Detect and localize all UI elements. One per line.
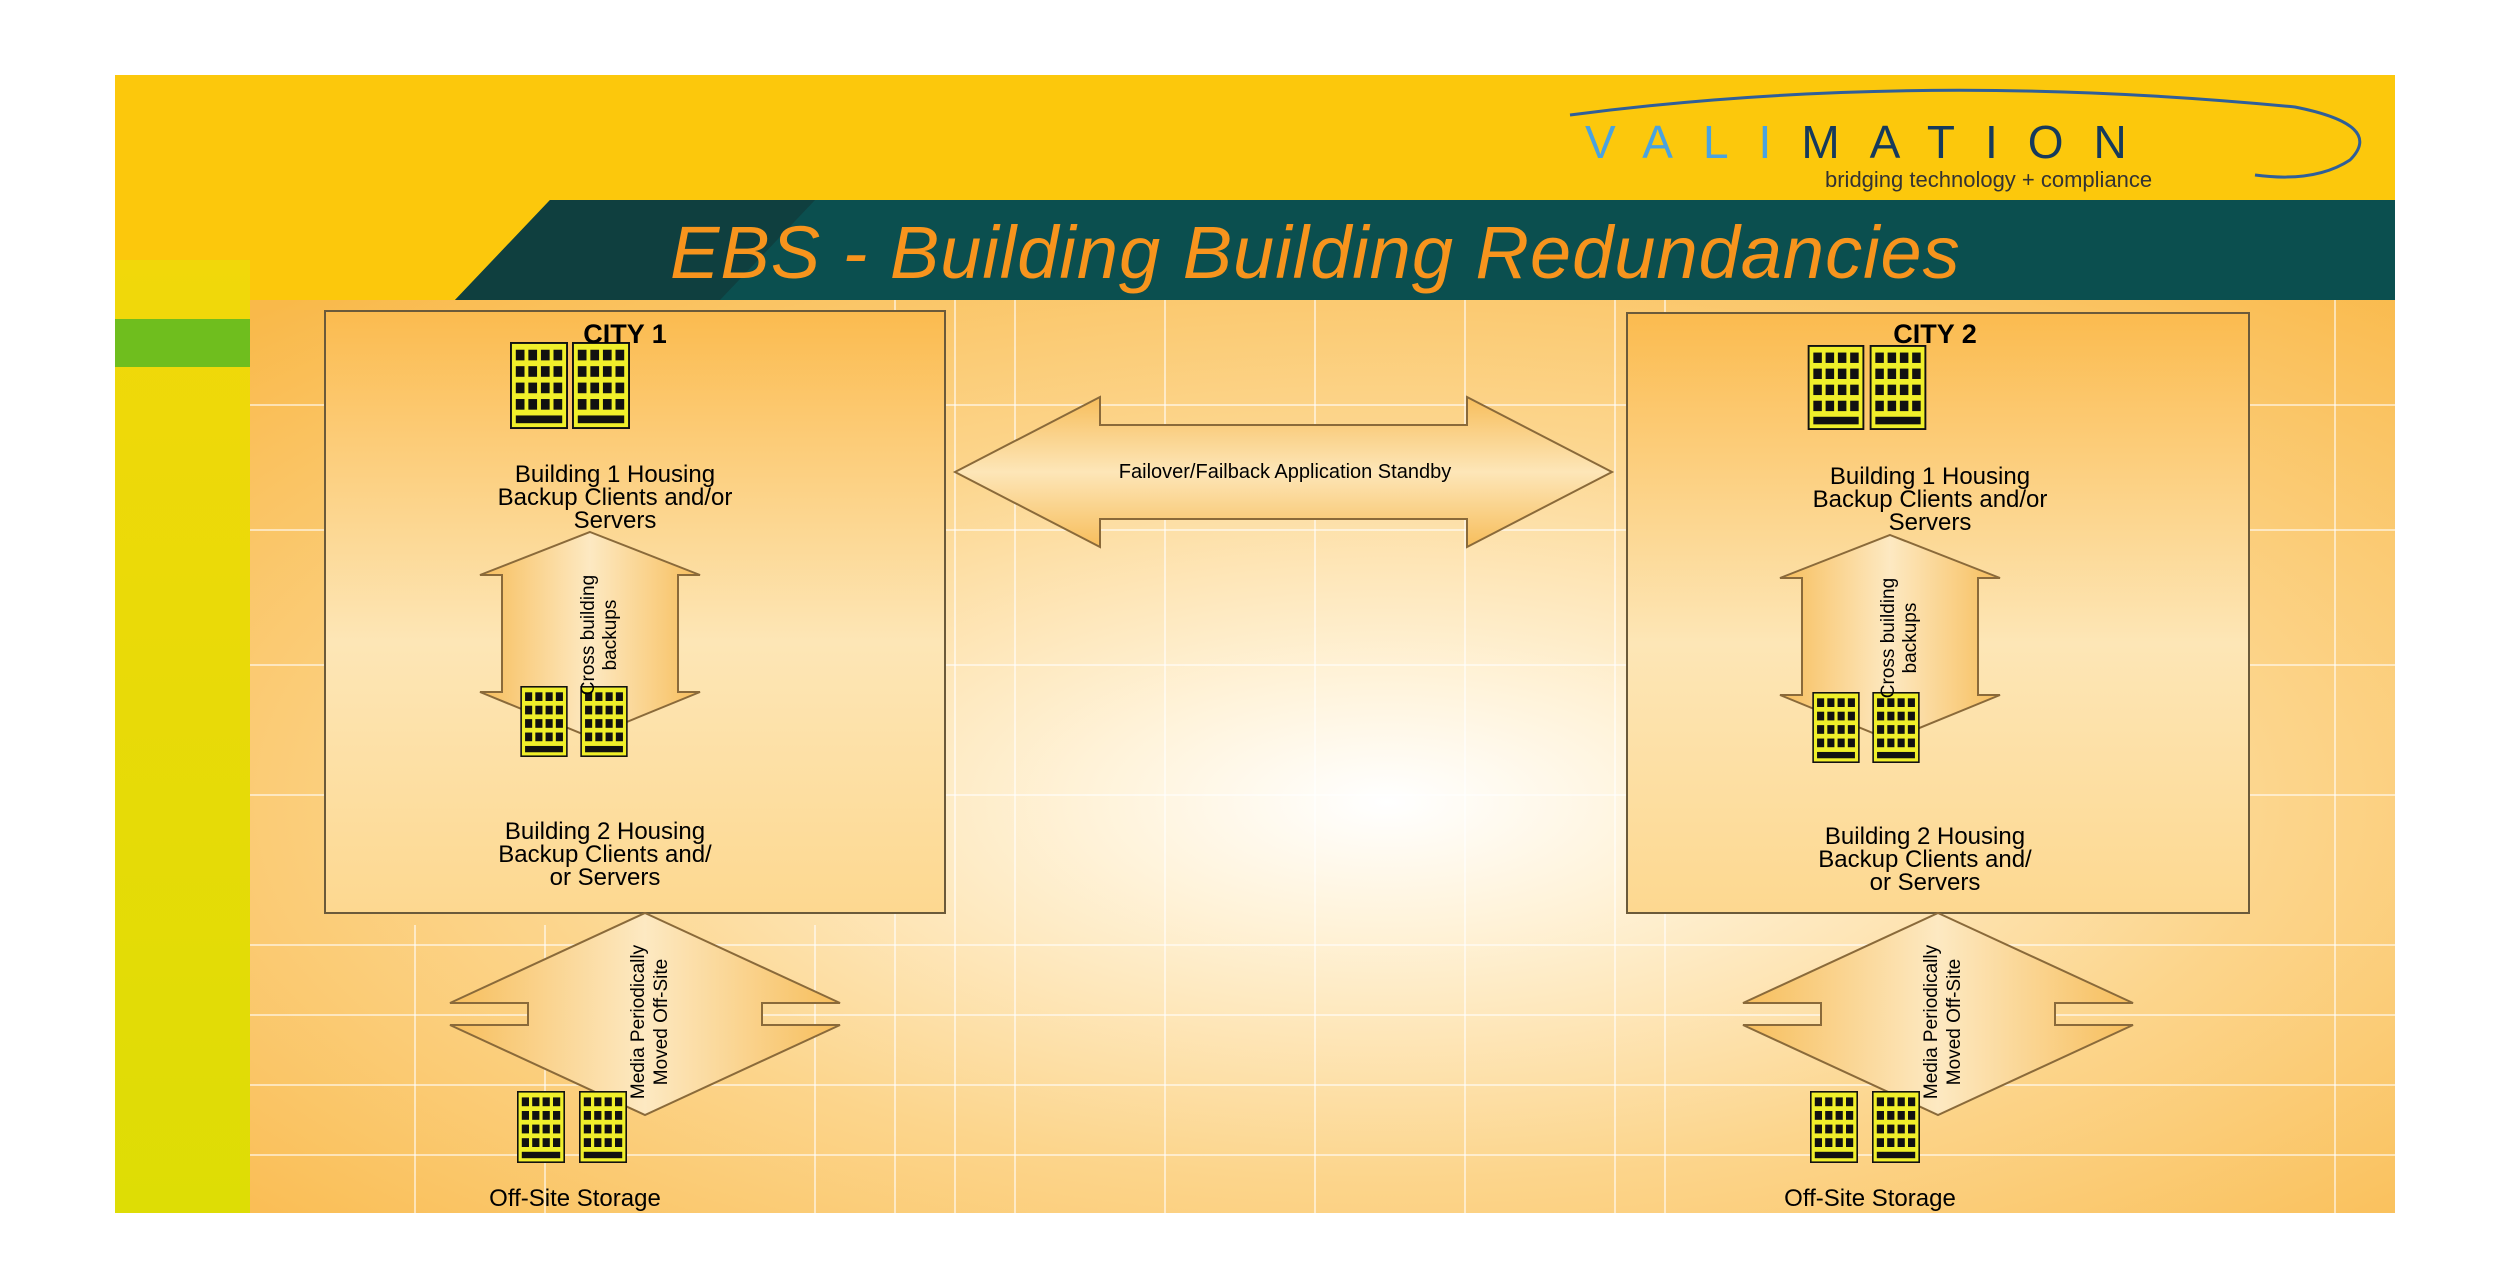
logo-word-light: VALI — [1585, 116, 1802, 168]
left-bar — [115, 260, 250, 1213]
city-1-cross-label: Cross building backups — [578, 574, 621, 696]
title-bar-shade — [455, 200, 815, 300]
media-arrow-city-2 — [1742, 911, 2134, 1117]
logo-swoosh — [1569, 88, 2362, 179]
left-bar-accent — [115, 319, 250, 367]
failover-arrow — [952, 395, 1615, 549]
city-2-title: CITY 2 — [1893, 319, 1977, 349]
city-1-title: CITY 1 — [583, 319, 667, 349]
slide-graphics — [115, 75, 2395, 1213]
city-2-building-2-label: Building 2 Housing Backup Clients and/ o… — [1818, 823, 2032, 896]
city-1-building-1-label: Building 1 Housing Backup Clients and/or… — [497, 461, 733, 534]
city-2-offsite-label: Off-Site Storage — [1784, 1185, 1956, 1212]
title-bar — [455, 200, 2395, 300]
city-1-offsite-label: Off-Site Storage — [489, 1185, 661, 1212]
slide-title: EBS - Building Building Redundancies — [670, 211, 1961, 294]
city-1-media-label: Media Periodically Moved Off-Site — [628, 944, 672, 1100]
city-2-building-1-label: Building 1 Housing Backup Clients and/or… — [1812, 463, 2048, 536]
city-2-cross-label: Cross building backups — [1878, 577, 1921, 699]
logo: VALIMATION — [1585, 115, 2157, 169]
city-2-media-label: Media Periodically Moved Off-Site — [1921, 944, 1965, 1100]
logo-tagline: bridging technology + compliance — [1825, 167, 2153, 192]
media-arrow-city-1 — [449, 911, 841, 1117]
city-1-building-2-label: Building 2 Housing Backup Clients and/ o… — [498, 818, 712, 891]
failover-label: Failover/Failback Application Standby — [1118, 461, 1452, 483]
slide: VALIMATION bridging technology + complia… — [115, 75, 2395, 1213]
logo-word-dark: MATION — [1801, 116, 2157, 168]
